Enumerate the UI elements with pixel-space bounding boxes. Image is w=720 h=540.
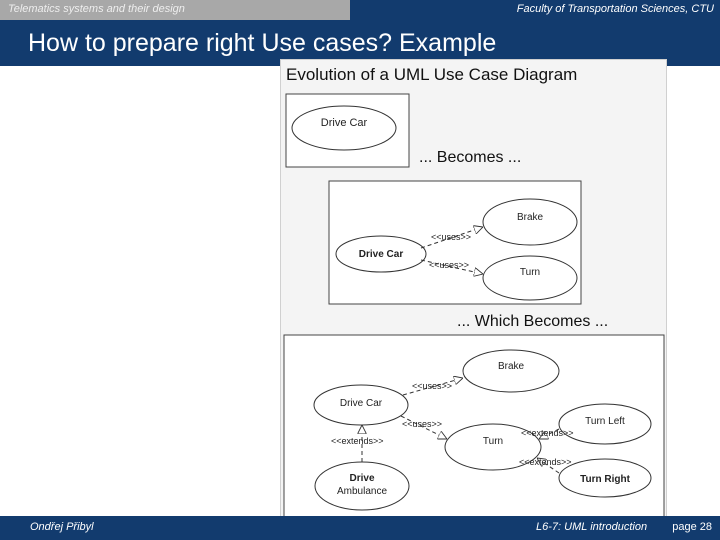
d3-uses-label-2: <<uses>>	[402, 419, 442, 429]
d3-turn-label: Turn	[483, 436, 503, 447]
slide-title: How to prepare right Use cases? Example	[28, 29, 497, 57]
d3-turn-usecase	[444, 423, 542, 471]
d3-turn-left-usecase	[558, 403, 652, 445]
d3-brake-label: Brake	[498, 361, 525, 372]
footer-bar: Ondřej Přibyl L6-7: UML introduction pag…	[0, 516, 720, 540]
becomes-label: ... Becomes ...	[419, 149, 521, 166]
d3-extends-arrow-turn-right	[537, 458, 560, 474]
d1-drive-car-label: Drive Car	[321, 117, 368, 129]
d3-turn-right-usecase	[558, 458, 652, 498]
d2-turn-label: Turn	[520, 267, 540, 278]
faculty-name: Faculty of Transportation Sciences, CTU	[516, 3, 714, 15]
d3-turn-right-label: Turn Right	[580, 474, 630, 485]
d3-uses-label-1: <<uses>>	[412, 381, 452, 391]
d3-extends-label-3: <<extends>>	[519, 457, 572, 467]
d3-uses-arrow-turn	[400, 415, 447, 439]
which-becomes-label: ... Which Becomes ...	[457, 313, 608, 330]
d2-turn-usecase	[482, 255, 578, 301]
page-number: page 28	[672, 521, 712, 533]
top-header-bar: Telematics systems and their design Facu…	[0, 0, 720, 20]
d3-uses-arrow-brake	[402, 378, 463, 396]
footer-lecture: L6-7: UML introduction	[536, 521, 648, 533]
d3-turn-left-label: Turn Left	[585, 416, 625, 427]
d2-drive-car-usecase	[335, 235, 427, 273]
d3-brake-usecase	[462, 349, 560, 393]
course-name: Telematics systems and their design	[8, 3, 185, 15]
d1-drive-car-usecase	[291, 105, 397, 151]
header-right-panel: Faculty of Transportation Sciences, CTU	[350, 0, 720, 20]
d2-drive-car-label: Drive Car	[359, 249, 404, 260]
use-case-evolution-figure: Evolution of a UML Use Case Diagram Driv…	[280, 59, 667, 527]
header-left-panel: Telematics systems and their design	[0, 0, 350, 20]
d3-ambulance-label: Ambulance	[337, 486, 387, 497]
footer-author: Ondřej Přibyl	[30, 521, 94, 533]
diagram-stage-2: Brake Drive Car Turn <<uses>> <<uses>>	[328, 180, 582, 305]
diagram-stage-3: Brake Drive Car Turn Turn Left Turn Righ…	[283, 334, 665, 524]
figure-svg: Evolution of a UML Use Case Diagram Driv…	[283, 65, 665, 524]
title-bar: How to prepare right Use cases? Example	[0, 20, 720, 66]
d2-uses-arrow-turn	[420, 259, 483, 274]
d3-extends-label-1: <<extends>>	[331, 436, 384, 446]
d2-uses-label-2: <<uses>>	[429, 260, 469, 270]
figure-heading: Evolution of a UML Use Case Diagram	[286, 65, 577, 84]
d2-brake-label: Brake	[517, 212, 544, 223]
d2-uses-label-1: <<uses>>	[431, 232, 471, 242]
d3-extends-label-2: <<extends>>	[521, 428, 574, 438]
d2-uses-arrow-brake	[420, 227, 483, 249]
d3-drive-car-label: Drive Car	[340, 398, 383, 409]
d3-drive-label: Drive	[349, 473, 374, 484]
d3-extends-arrow-turn-left	[539, 428, 560, 439]
d2-brake-usecase	[482, 198, 578, 246]
diagram-stage-1: Drive Car	[285, 93, 410, 168]
